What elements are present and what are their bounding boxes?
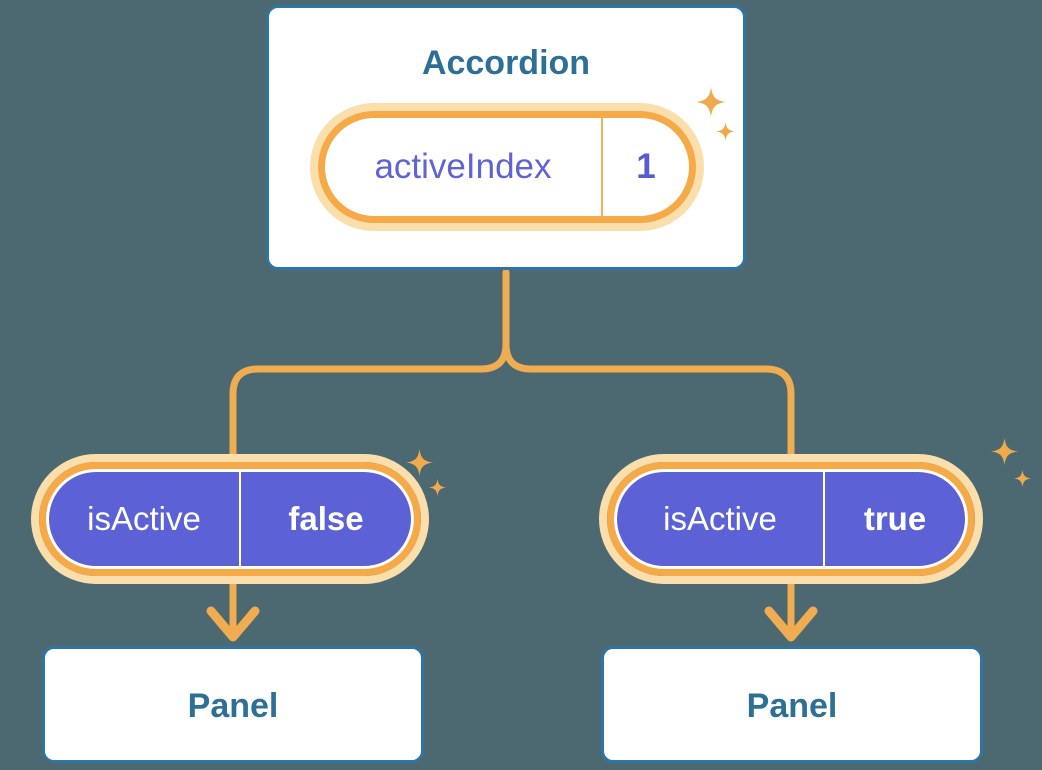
state-pill-value: 1 [636,147,656,186]
sparkle-icon [991,438,1018,465]
pill-divider [601,118,603,216]
prop-pill-label: isActive [663,500,777,537]
arrowhead-icon [764,606,818,642]
pill-divider [239,472,241,566]
sparkle-icon [406,449,433,476]
sparkle-icon [1014,470,1031,487]
prop-pill-label: isActive [87,500,201,537]
panel-node-right: Panel [601,646,983,763]
sparkle-icon [716,122,735,141]
prop-pill-value: true [863,500,927,537]
panel-title: Panel [746,687,838,725]
branch-lines [229,268,795,636]
prop-pill-isactive-true: isActive true [599,454,983,584]
pill-divider [823,472,825,566]
state-pill-activeindex: activeIndex 1 [310,103,704,231]
sparkle-icon [429,479,446,496]
prop-pill-value: false [288,500,364,537]
arrowhead-icon [206,606,260,642]
sparkle-icon [696,87,726,117]
panel-title: Panel [187,687,279,725]
prop-pill-isactive-false: isActive false [31,454,429,584]
panel-node-left: Panel [42,646,424,763]
state-pill-label: activeIndex [374,147,552,186]
accordion-title: Accordion [421,44,591,82]
